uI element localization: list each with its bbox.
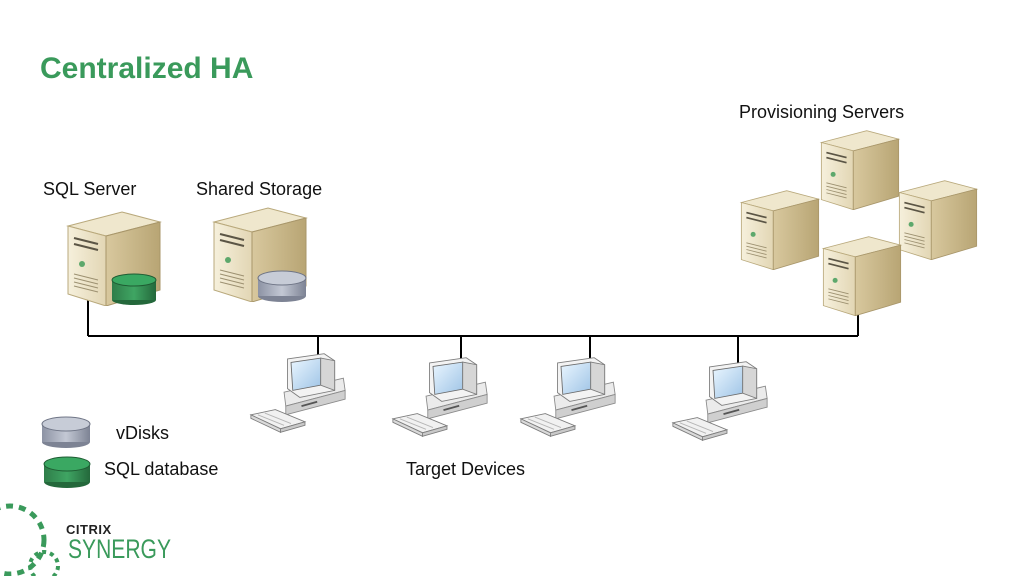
legend-sql-database-icon <box>43 456 91 488</box>
sql-database-cylinder-icon <box>111 273 157 305</box>
target-device-pc-icon <box>519 356 617 438</box>
target-device-pc-icon <box>249 352 347 434</box>
shared-storage-label: Shared Storage <box>196 179 323 199</box>
network-cables <box>87 300 859 368</box>
synergy-product-text: SYNERGY <box>68 534 171 564</box>
citrix-brand-text: CITRIX <box>66 522 112 537</box>
vdisk-cylinder-icon <box>257 270 307 302</box>
legend-vdisks-label: vDisks <box>116 423 169 443</box>
provisioning-servers-label: Provisioning Servers <box>739 102 905 122</box>
legend-vdisk-icon <box>41 416 91 448</box>
legend-sql-database-label: SQL database <box>104 459 219 479</box>
target-device-pc-icon <box>671 360 769 442</box>
target-device-pc-icon <box>391 356 489 438</box>
target-devices-label: Target Devices <box>406 459 526 479</box>
citrix-synergy-logo-mark <box>0 503 60 576</box>
provisioning-server-icon <box>898 179 978 260</box>
provisioning-server-icon <box>740 189 820 270</box>
provisioning-server-icon <box>820 129 900 210</box>
sql-server-label: SQL Server <box>43 179 137 199</box>
slide-title: Centralized HA <box>40 52 254 85</box>
provisioning-server-icon <box>822 235 902 316</box>
